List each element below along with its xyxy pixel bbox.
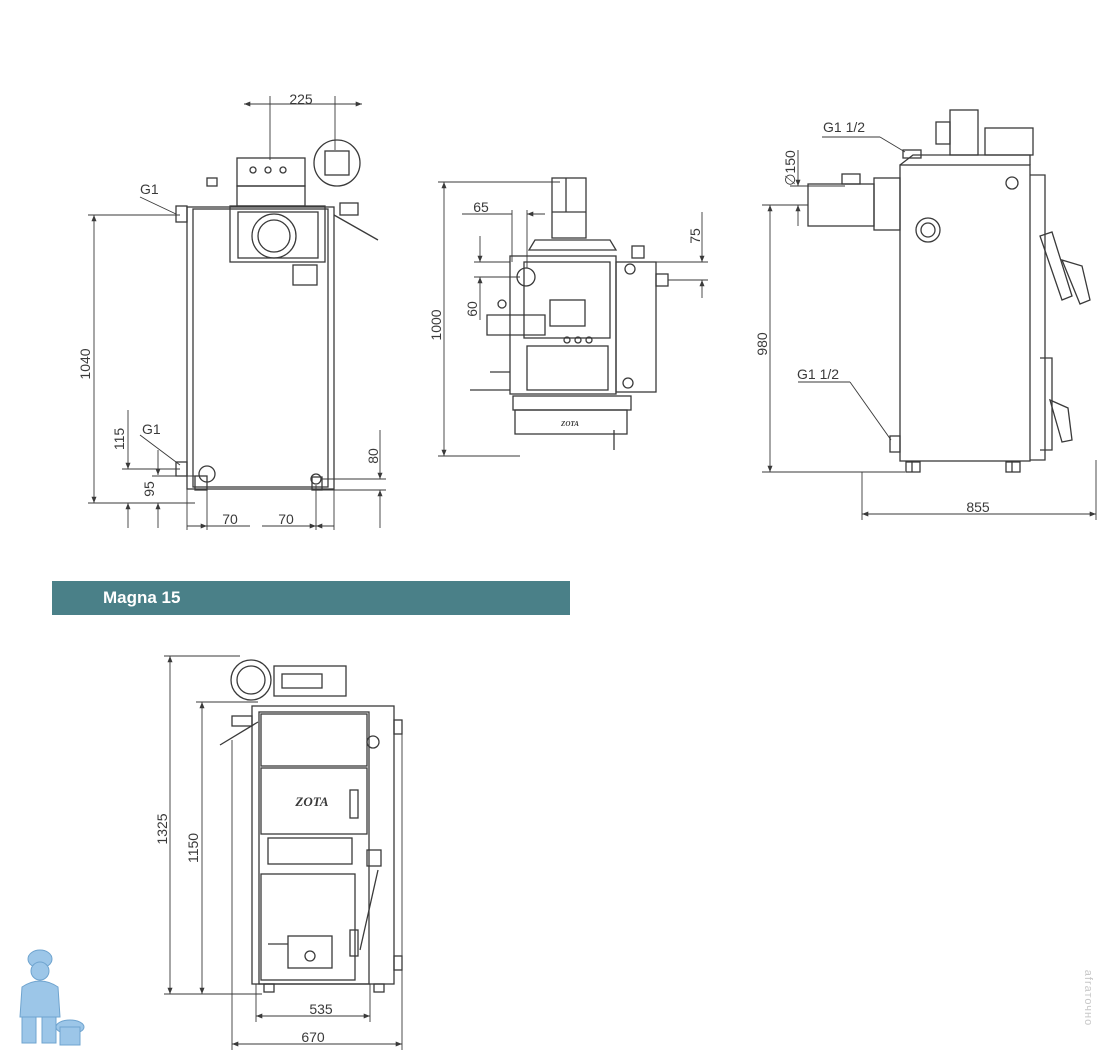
- side-view: [470, 177, 669, 450]
- dim-95: 95: [141, 481, 157, 497]
- dim-670: 670: [301, 1029, 325, 1045]
- section-title: Magna 15: [103, 588, 181, 607]
- magna-brand: ZOTA: [294, 794, 329, 809]
- dim-60: 60: [464, 301, 480, 317]
- dim-115: 115: [111, 428, 127, 451]
- dim-70-left: 70: [222, 511, 238, 527]
- right-dimensions: [762, 136, 1097, 520]
- label-g1-1-2-top: G1 1/2: [823, 119, 865, 135]
- label-g1-1-2-bottom: G1 1/2: [797, 366, 839, 382]
- dim-980: 980: [754, 332, 770, 356]
- magna-view: [219, 659, 403, 993]
- dim-80: 80: [365, 448, 381, 464]
- label-g1-top: G1: [140, 181, 159, 197]
- side-brand: ZOTA: [560, 420, 579, 428]
- dim-1000: 1000: [428, 309, 444, 340]
- dim-1150: 1150: [185, 833, 201, 863]
- right-view: [807, 109, 1091, 473]
- label-g1-bottom: G1: [142, 421, 161, 437]
- dim-225: 225: [289, 91, 313, 107]
- dim-70-right: 70: [278, 511, 294, 527]
- dim-1040: 1040: [77, 348, 93, 379]
- dim-855: 855: [966, 499, 990, 515]
- watermark: аfrаточно: [1082, 969, 1094, 1027]
- magna-dimensions: [164, 655, 403, 1050]
- dim-535: 535: [309, 1001, 333, 1017]
- front-dimensions: [88, 96, 386, 530]
- dim-d150: ∅150: [782, 150, 798, 186]
- dim-65: 65: [473, 199, 489, 215]
- front-view: [175, 139, 379, 491]
- section-title-banner: Magna 15: [52, 581, 570, 615]
- dimension-labels: 225 G1 1040 G1 115 95 80 70 70 65 75 60 …: [77, 91, 990, 1045]
- dim-1325: 1325: [154, 813, 170, 844]
- dim-75: 75: [687, 228, 703, 244]
- plumber-mascot-icon: [8, 945, 88, 1055]
- side-dimensions: [438, 181, 708, 457]
